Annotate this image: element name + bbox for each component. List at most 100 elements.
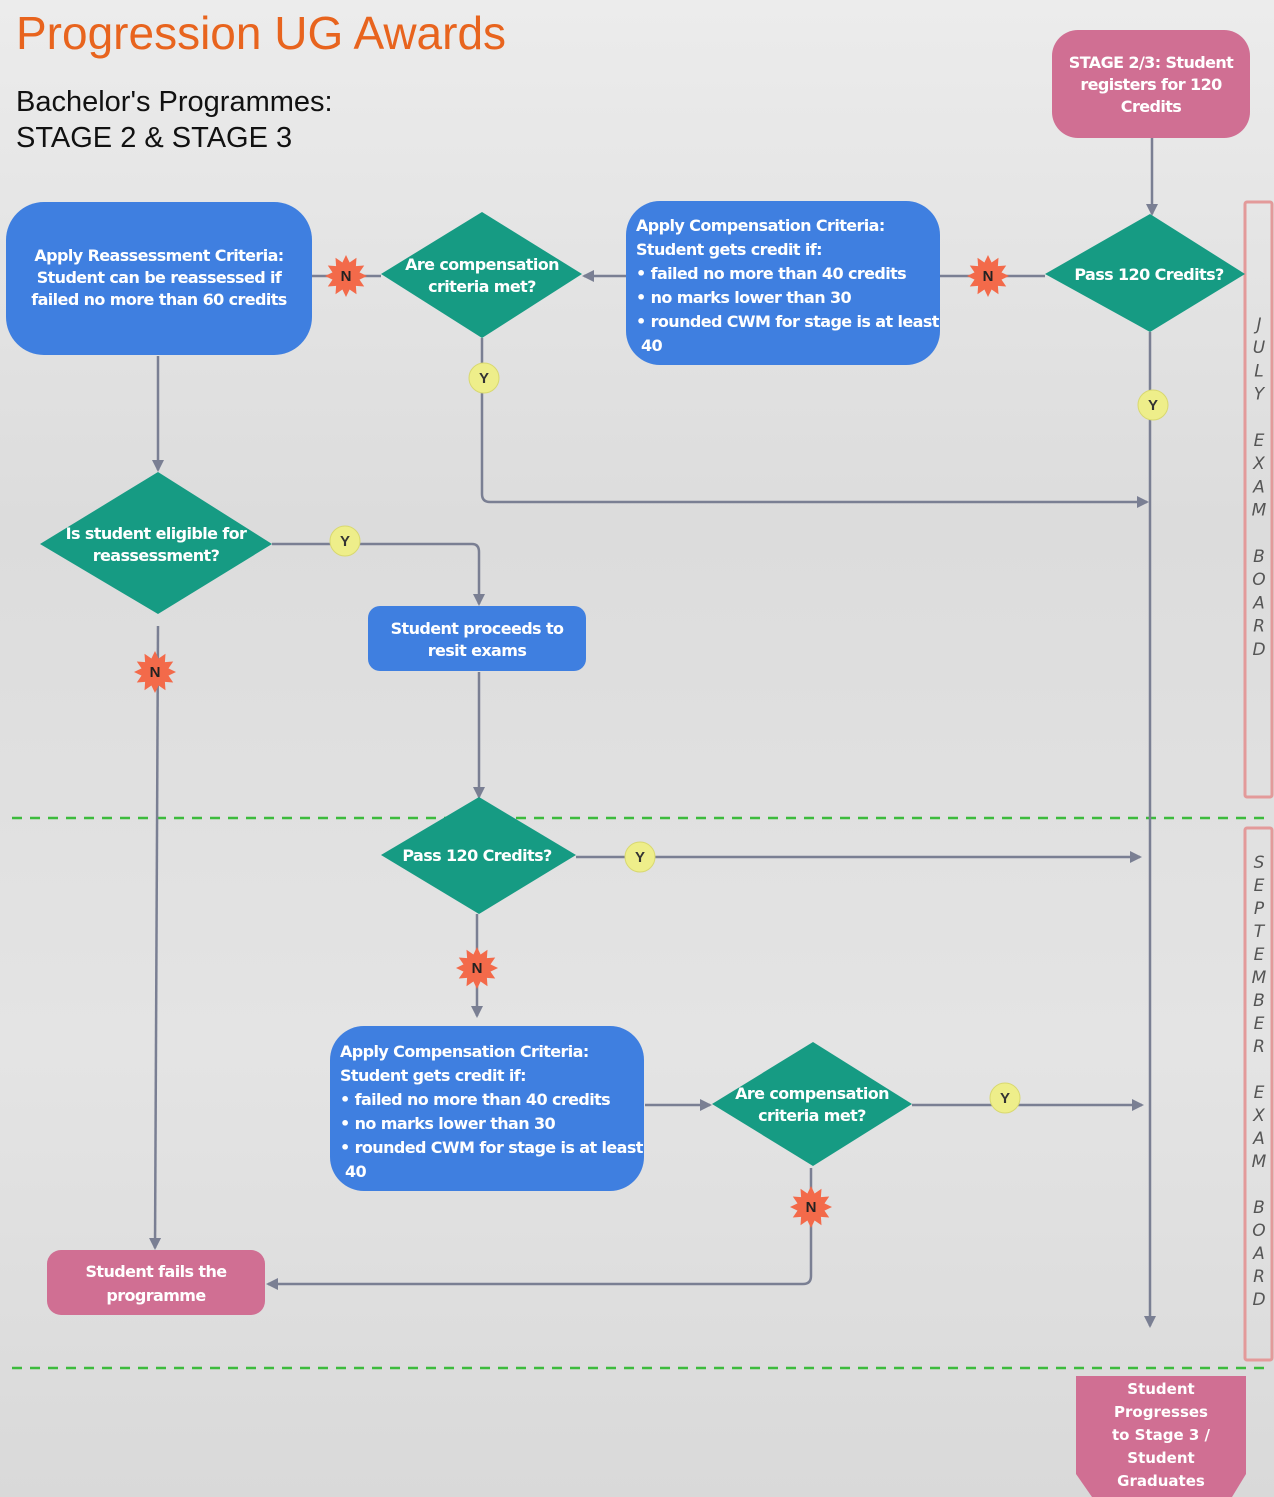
compmet1-line-1: criteria met? [428,277,536,296]
yes-badge-label: Y [1000,1090,1010,1107]
end-line-1: Progresses [1114,1403,1208,1421]
yes-badge-label: Y [340,533,350,550]
september-band-letter: E [1254,945,1265,965]
reass-line-0: Apply Reassessment Criteria: [34,246,283,265]
edge-eligible-no [149,625,162,1250]
july-band-letter: M [1252,501,1267,521]
comp2-process: Apply Compensation Criteria: Student gets… [330,1026,644,1191]
comp2-line-2: • failed no more than 40 credits [340,1090,610,1109]
july-band-letter: R [1253,617,1265,637]
yes-badge: Y [329,525,361,557]
september-band-letter: D [1252,1290,1265,1310]
july-band-letter: L [1254,361,1263,381]
pass2-decision: Pass 120 Credits? [381,797,576,914]
yes-badge-label: Y [479,370,489,387]
compmet2-line-0: Are compensation [735,1084,889,1103]
eligible-line-0: Is student eligible for [66,524,247,543]
reassessment-process-label: Apply Reassessment Criteria: Student can … [31,246,287,309]
september-band-letter: R [1253,1267,1265,1287]
july-exam-board-band [1243,200,1274,799]
july-band-letter: E [1254,431,1265,451]
comp2-line-0: Apply Compensation Criteria: [340,1042,589,1061]
connectors [149,138,1158,1328]
comp2-process-label: Apply Compensation Criteria: Student gets… [340,1042,644,1181]
compmet1-decision: Are compensation criteria met? [381,212,582,338]
compmet2-decision: Are compensation criteria met? [712,1042,912,1166]
compmet1-decision-label: Are compensation criteria met? [405,255,559,296]
comp1-process: Apply Compensation Criteria:Student gets… [626,201,940,365]
end-line-4: Graduates [1117,1472,1205,1490]
september-band-letter: T [1254,922,1266,942]
no-badge-label: N [150,664,161,681]
compmet2-line-1: criteria met? [758,1106,866,1125]
end-line-3: Student [1127,1449,1194,1467]
july-band-letter: A [1252,593,1265,613]
yes-badge: Y [624,841,656,873]
compmet1-line-0: Are compensation [405,255,559,274]
start-line-1: registers for 120 [1080,75,1222,94]
pass1-decision: Pass 120 Credits? [1045,214,1245,332]
september-band-letter: R [1253,1037,1265,1057]
comp1-process-label: Apply Compensation Criteria:Student gets… [636,216,940,355]
page-title: Progression UG Awards [16,7,507,59]
fail-line-0: Student fails the [86,1262,228,1281]
yes-badge-label: Y [635,849,645,866]
july-band-letter: Y [1254,385,1266,405]
start-line-2: Credits [1121,97,1181,116]
july-band-letter: X [1252,454,1265,474]
comp1-line-3: • no marks lower than 30 [636,288,852,307]
pass2-line-0: Pass 120 Credits? [402,846,552,865]
no-badge-label: N [806,1199,817,1216]
comp2-line-1: Student gets credit if: [340,1066,526,1085]
comp1-line-1: Student gets credit if: [636,240,822,259]
comp1-line-4: • rounded CWM for stage is at least [636,312,940,331]
yes-badge: Y [468,362,500,394]
fail-terminal-label: Student fails the programme [86,1262,228,1305]
no-badge-label: N [341,268,352,285]
no-badge-label: N [472,960,483,977]
september-band-letter: E [1254,1083,1265,1103]
reass-line-1: Student can be reassessed if [37,268,283,287]
compmet2-decision-label: Are compensation criteria met? [735,1084,889,1125]
eligible-decision: Is student eligible for reassessment? [40,472,272,614]
september-band-letter: E [1254,876,1265,896]
yes-badge: Y [1137,389,1169,421]
no-badge: N [134,651,176,693]
september-band-letter: B [1253,991,1265,1011]
reassessment-process: Apply Reassessment Criteria: Student can … [6,202,312,355]
september-exam-board-band [1243,826,1274,1362]
subtitle-line-2: STAGE 2 & STAGE 3 [16,122,293,154]
resit-line-1: resit exams [428,641,527,660]
no-badge: N [456,947,498,989]
july-band-letter: D [1252,640,1265,660]
fail-line-1: programme [106,1286,206,1305]
comp1-line-2: • failed no more than 40 credits [636,264,906,283]
reass-line-2: failed no more than 60 credits [31,290,287,309]
edge-compmet1-yes [480,338,1149,508]
pass1-line-0: Pass 120 Credits? [1074,265,1224,284]
resit-line-0: Student proceeds to [391,619,564,638]
september-band-letter: S [1254,853,1265,873]
no-badge: N [967,255,1009,297]
september-band-letter: O [1252,1221,1265,1241]
start-line-0: STAGE 2/3: Student [1069,53,1234,72]
september-band-letter: A [1252,1244,1265,1264]
september-band-letter: B [1253,1198,1265,1218]
july-band-letter: A [1252,477,1265,497]
yes-badge: Y [989,1082,1021,1114]
comp1-line-5: 40 [636,336,663,355]
july-band-letter: B [1253,547,1265,567]
comp2-line-3: • no marks lower than 30 [340,1114,556,1133]
no-badge: N [790,1186,832,1228]
comp2-line-4: • rounded CWM for stage is at least [340,1138,644,1157]
comp2-line-5: 40 [340,1162,367,1181]
decision-badges: N N N N N Y Y Y Y Y [134,255,1169,1228]
eligible-line-1: reassessment? [93,546,220,565]
